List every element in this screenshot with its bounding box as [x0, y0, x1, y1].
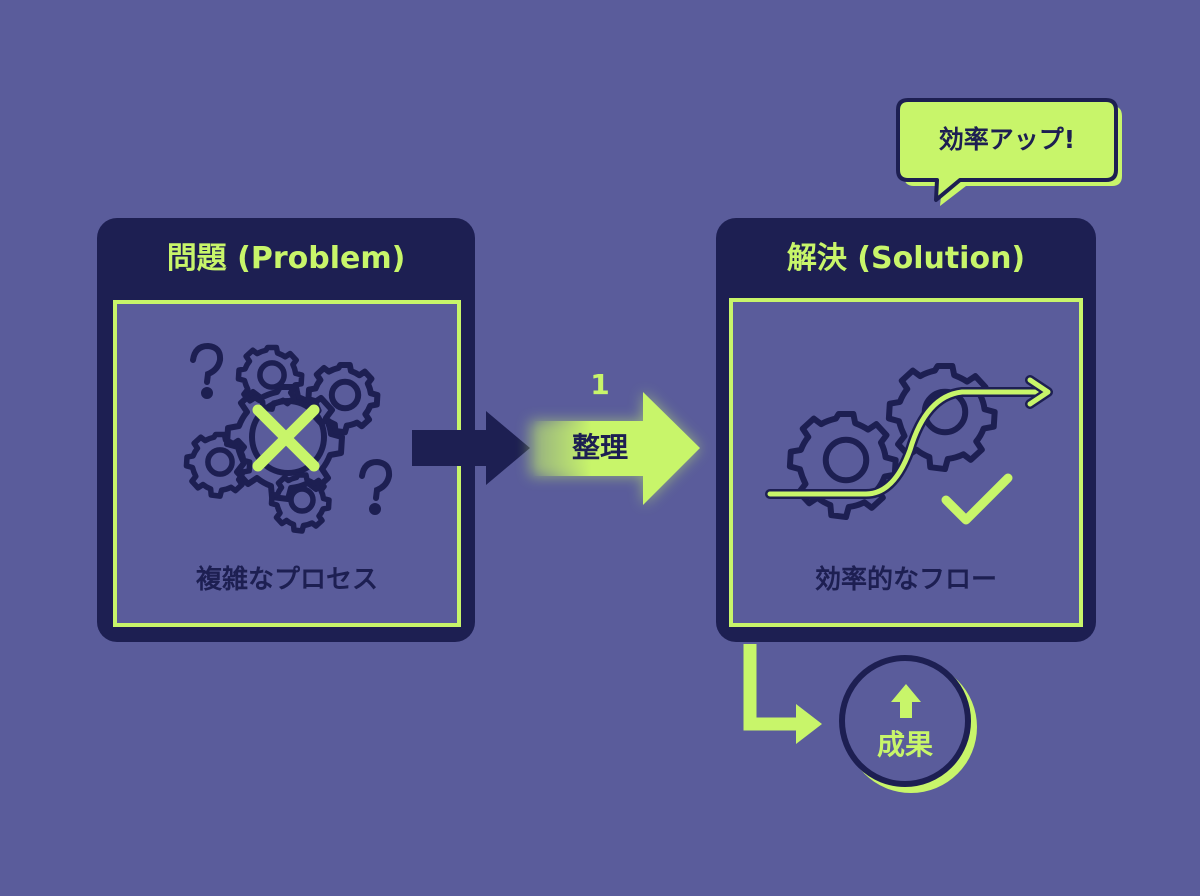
step-number: 1: [590, 368, 610, 401]
step-label: 整理: [571, 431, 628, 464]
result-label: 成果: [876, 728, 933, 761]
speech-bubble: [896, 98, 1122, 206]
result-connector: [743, 644, 800, 731]
gear-icon: [786, 411, 899, 521]
cross-icon: [252, 404, 320, 472]
bubble-text: 効率アップ!: [938, 125, 1076, 154]
gear-icon: [183, 431, 253, 499]
problem-title: 問題 (Problem): [166, 241, 406, 276]
result-circle: [839, 655, 977, 793]
upward-curve-arrow-icon: [765, 375, 1053, 499]
up-arrow-icon: [891, 684, 921, 718]
solution-title: 解決 (Solution): [786, 241, 1026, 276]
gear-icon: [268, 472, 332, 534]
problem-caption: 複雑なプロセス: [195, 565, 378, 595]
gear-icon: [235, 344, 305, 412]
question-mark-icon: [359, 458, 393, 515]
check-icon: [941, 473, 1013, 525]
solution-caption: 効率的なフロー: [814, 565, 997, 595]
step-arrow: [412, 392, 700, 505]
result-connector-arrowhead: [796, 704, 822, 744]
gear-icon: [305, 361, 381, 436]
question-mark-icon: [190, 342, 224, 399]
